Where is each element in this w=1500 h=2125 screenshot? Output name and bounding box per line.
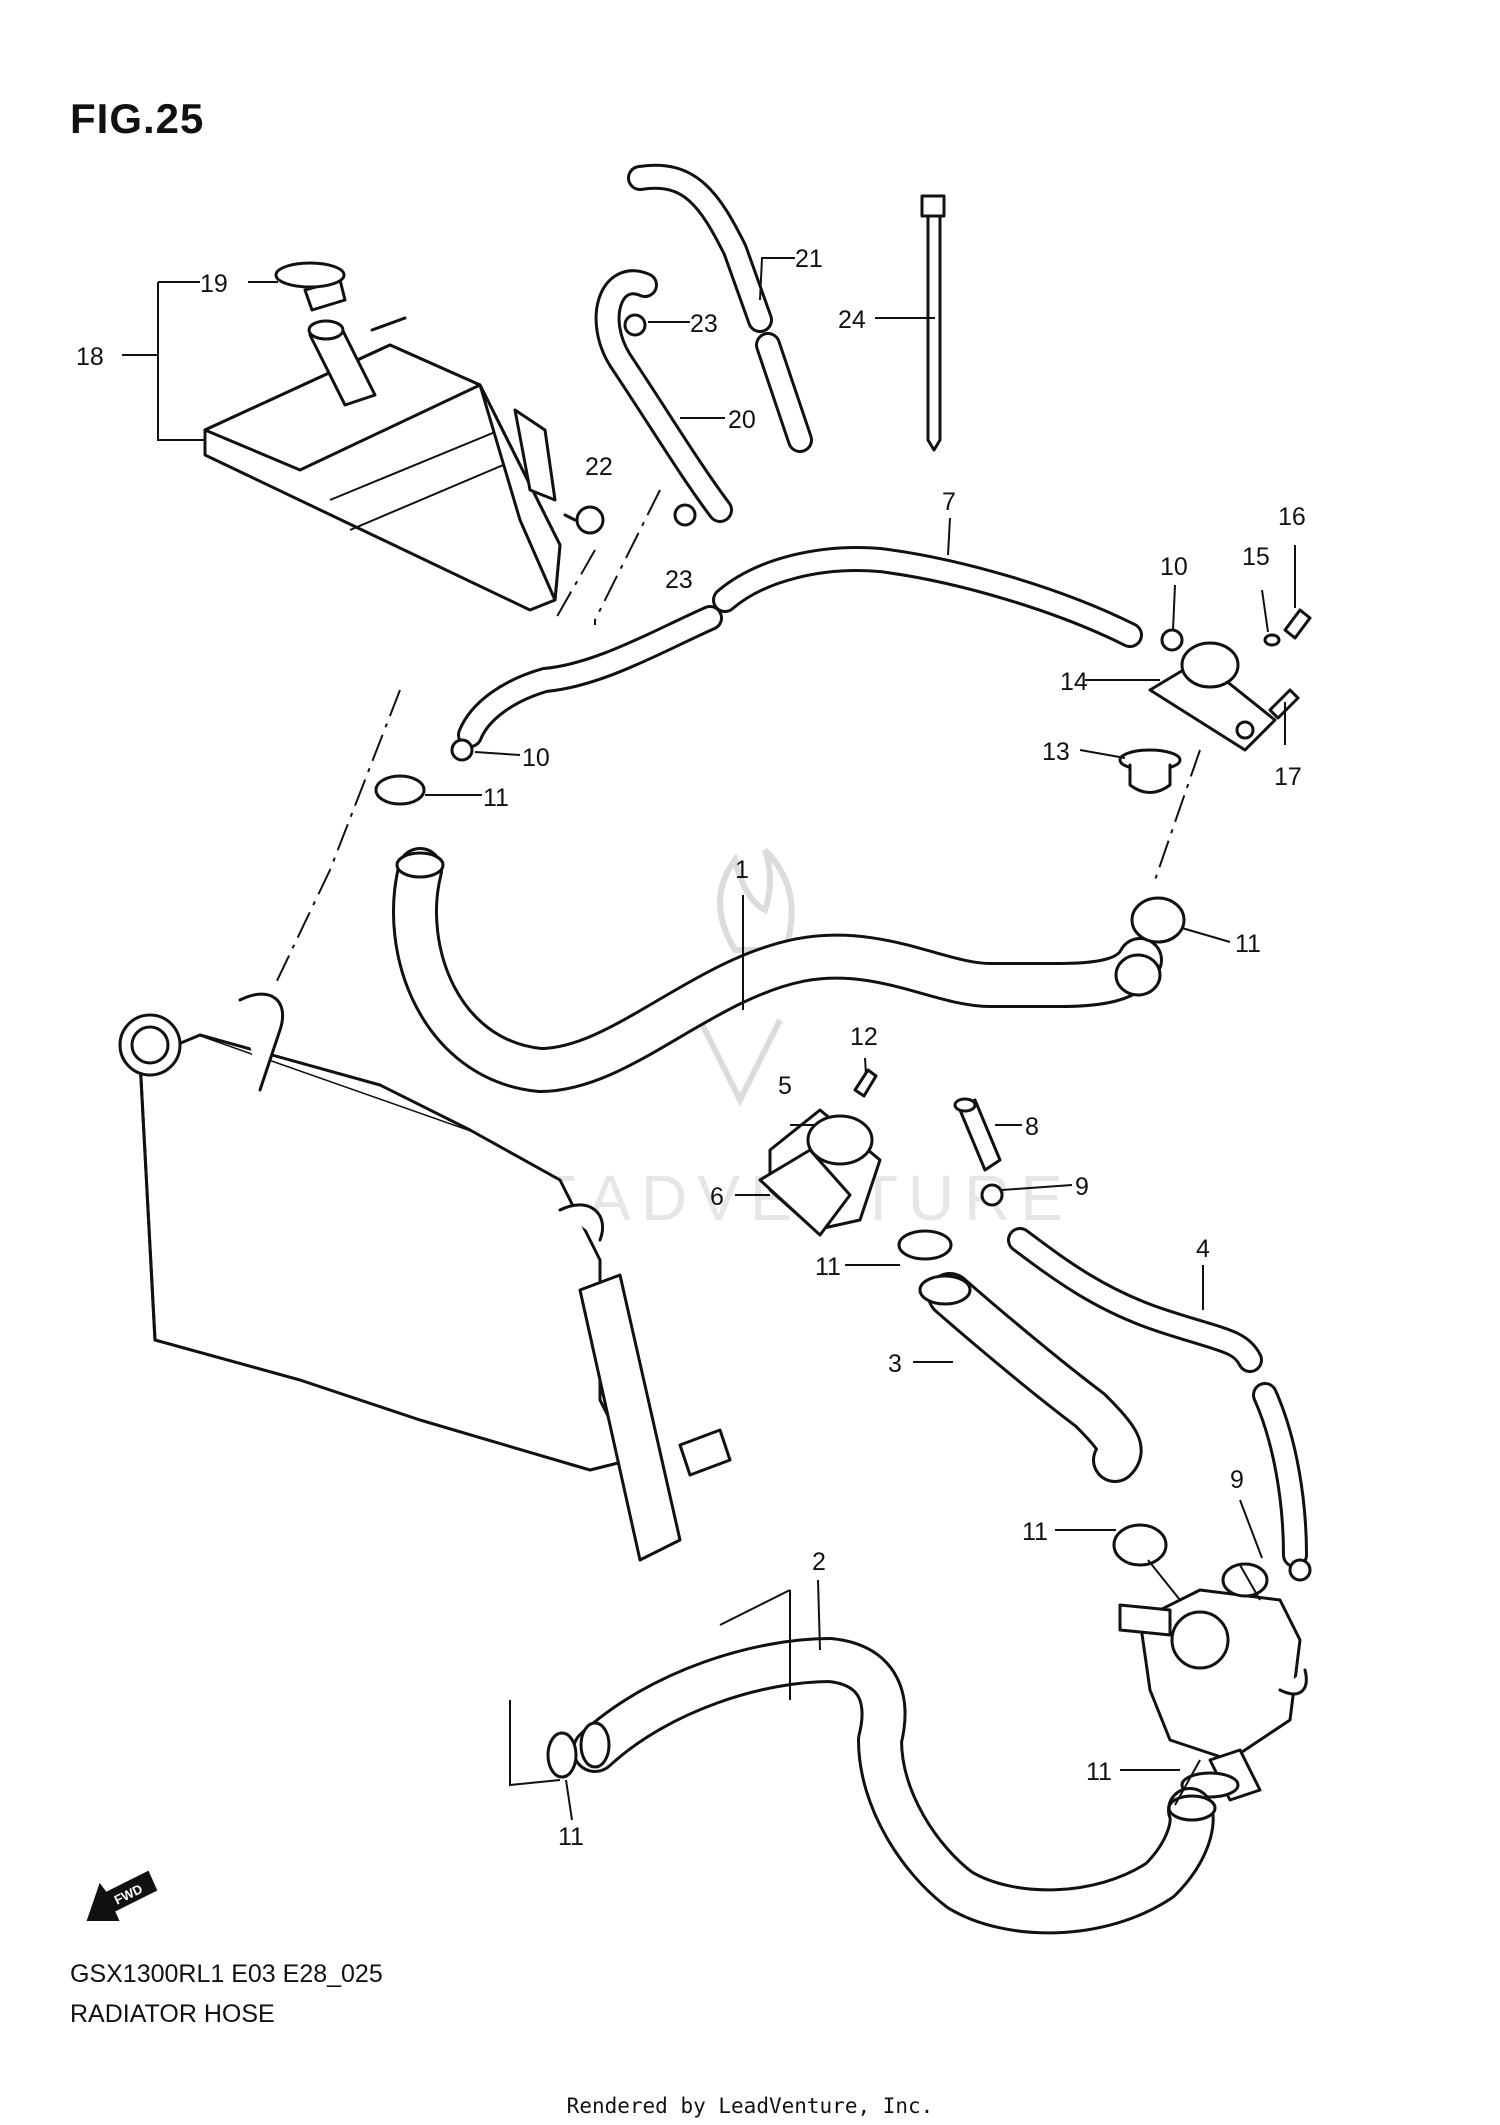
water-bypass-hose-4 xyxy=(1007,1227,1308,1568)
assembly-line-radiator xyxy=(274,689,401,986)
bolt-16 xyxy=(1283,608,1312,640)
clamp-10-lower xyxy=(450,738,474,762)
o-ring-6 xyxy=(758,1148,852,1237)
callout-10-lower: 10 xyxy=(522,744,550,772)
callout-21: 21 xyxy=(795,245,823,273)
callout-3: 3 xyxy=(888,1350,902,1378)
clamp-9-upper xyxy=(980,1183,1004,1207)
reservoir-hose-20 xyxy=(594,269,733,523)
callout-19: 19 xyxy=(200,270,228,298)
radiator-hose-3 xyxy=(918,1272,1143,1483)
callout-15: 15 xyxy=(1242,543,1270,571)
clamp-9-lower xyxy=(1288,1558,1312,1582)
callout-11-f: 11 xyxy=(558,1823,584,1851)
clamp-11-c xyxy=(897,1229,953,1261)
model-code: GSX1300RL1 E03 E28_025 xyxy=(70,1960,383,1988)
callout-17: 17 xyxy=(1274,763,1302,791)
callout-6: 6 xyxy=(710,1183,724,1211)
callout-23-lower: 23 xyxy=(665,566,693,594)
cable-tie-24 xyxy=(920,194,946,452)
callout-18: 18 xyxy=(76,343,104,371)
assembly-line-pump xyxy=(1147,1559,1261,1806)
leader-lines xyxy=(122,257,1296,1821)
callout-4: 4 xyxy=(1196,1235,1210,1263)
clamp-10-upper xyxy=(1160,628,1184,652)
clamp-11-f xyxy=(546,1731,578,1779)
callout-1: 1 xyxy=(735,856,749,884)
bolt-22 xyxy=(563,505,605,535)
bypass-hose-7 xyxy=(457,546,1143,748)
callout-23: 23 xyxy=(690,310,718,338)
callout-8: 8 xyxy=(1025,1113,1039,1141)
washer-15 xyxy=(1263,633,1281,647)
callout-7: 7 xyxy=(942,488,956,516)
bracket-18 xyxy=(157,281,205,441)
hose-clamp-23-lower xyxy=(673,503,697,527)
callout-10: 10 xyxy=(1160,553,1188,581)
render-credit: Rendered by LeadVenture, Inc. xyxy=(566,2094,934,2118)
callout-12: 12 xyxy=(850,1023,878,1051)
callout-11-e: 11 xyxy=(1086,1758,1112,1786)
thermostat-case-14 xyxy=(1148,641,1277,752)
clamp-11-b xyxy=(1130,896,1186,944)
clamp-11-d xyxy=(1112,1523,1168,1567)
thermostat-13 xyxy=(1118,748,1182,794)
callout-14: 14 xyxy=(1060,668,1088,696)
bolt-12 xyxy=(853,1068,878,1098)
bracket-box-left xyxy=(509,1589,791,1787)
figure-title: FIG.25 xyxy=(70,95,205,142)
water-pump xyxy=(1118,1562,1308,1802)
callout-9: 9 xyxy=(1075,1173,1089,1201)
radiator-hose-1 xyxy=(392,847,1163,1093)
callout-11-c: 11 xyxy=(815,1253,841,1281)
section-name: RADIATOR HOSE xyxy=(70,2000,275,2028)
radiator-hose-2 xyxy=(572,1637,1217,1935)
reservoir-cap xyxy=(274,261,347,312)
callout-5: 5 xyxy=(778,1072,792,1100)
callout-11-a: 11 xyxy=(483,784,509,812)
callout-20: 20 xyxy=(728,406,756,434)
reservoir-tank xyxy=(203,316,562,612)
callout-9-lower: 9 xyxy=(1230,1466,1244,1494)
callout-24: 24 xyxy=(838,306,866,334)
union-8 xyxy=(953,1097,1002,1172)
assembly-line-reservoir xyxy=(554,489,661,625)
fwd-arrow-icon: FWD xyxy=(86,1870,158,1921)
reservoir-hose-21 xyxy=(627,163,813,453)
callout-labels: 19 18 21 23 20 24 22 23 7 16 15 10 14 13… xyxy=(76,245,1306,1851)
callout-11-d: 11 xyxy=(1022,1518,1048,1546)
radiator xyxy=(118,992,732,1562)
callout-22: 22 xyxy=(585,453,613,481)
assembly-line-thermostat xyxy=(1154,749,1201,881)
callout-13: 13 xyxy=(1042,738,1070,766)
callout-16: 16 xyxy=(1278,503,1306,531)
callout-2: 2 xyxy=(812,1548,826,1576)
callout-11-b: 11 xyxy=(1235,930,1261,958)
hose-clamp-23-upper xyxy=(623,313,647,337)
clamp-11-a xyxy=(374,774,426,806)
